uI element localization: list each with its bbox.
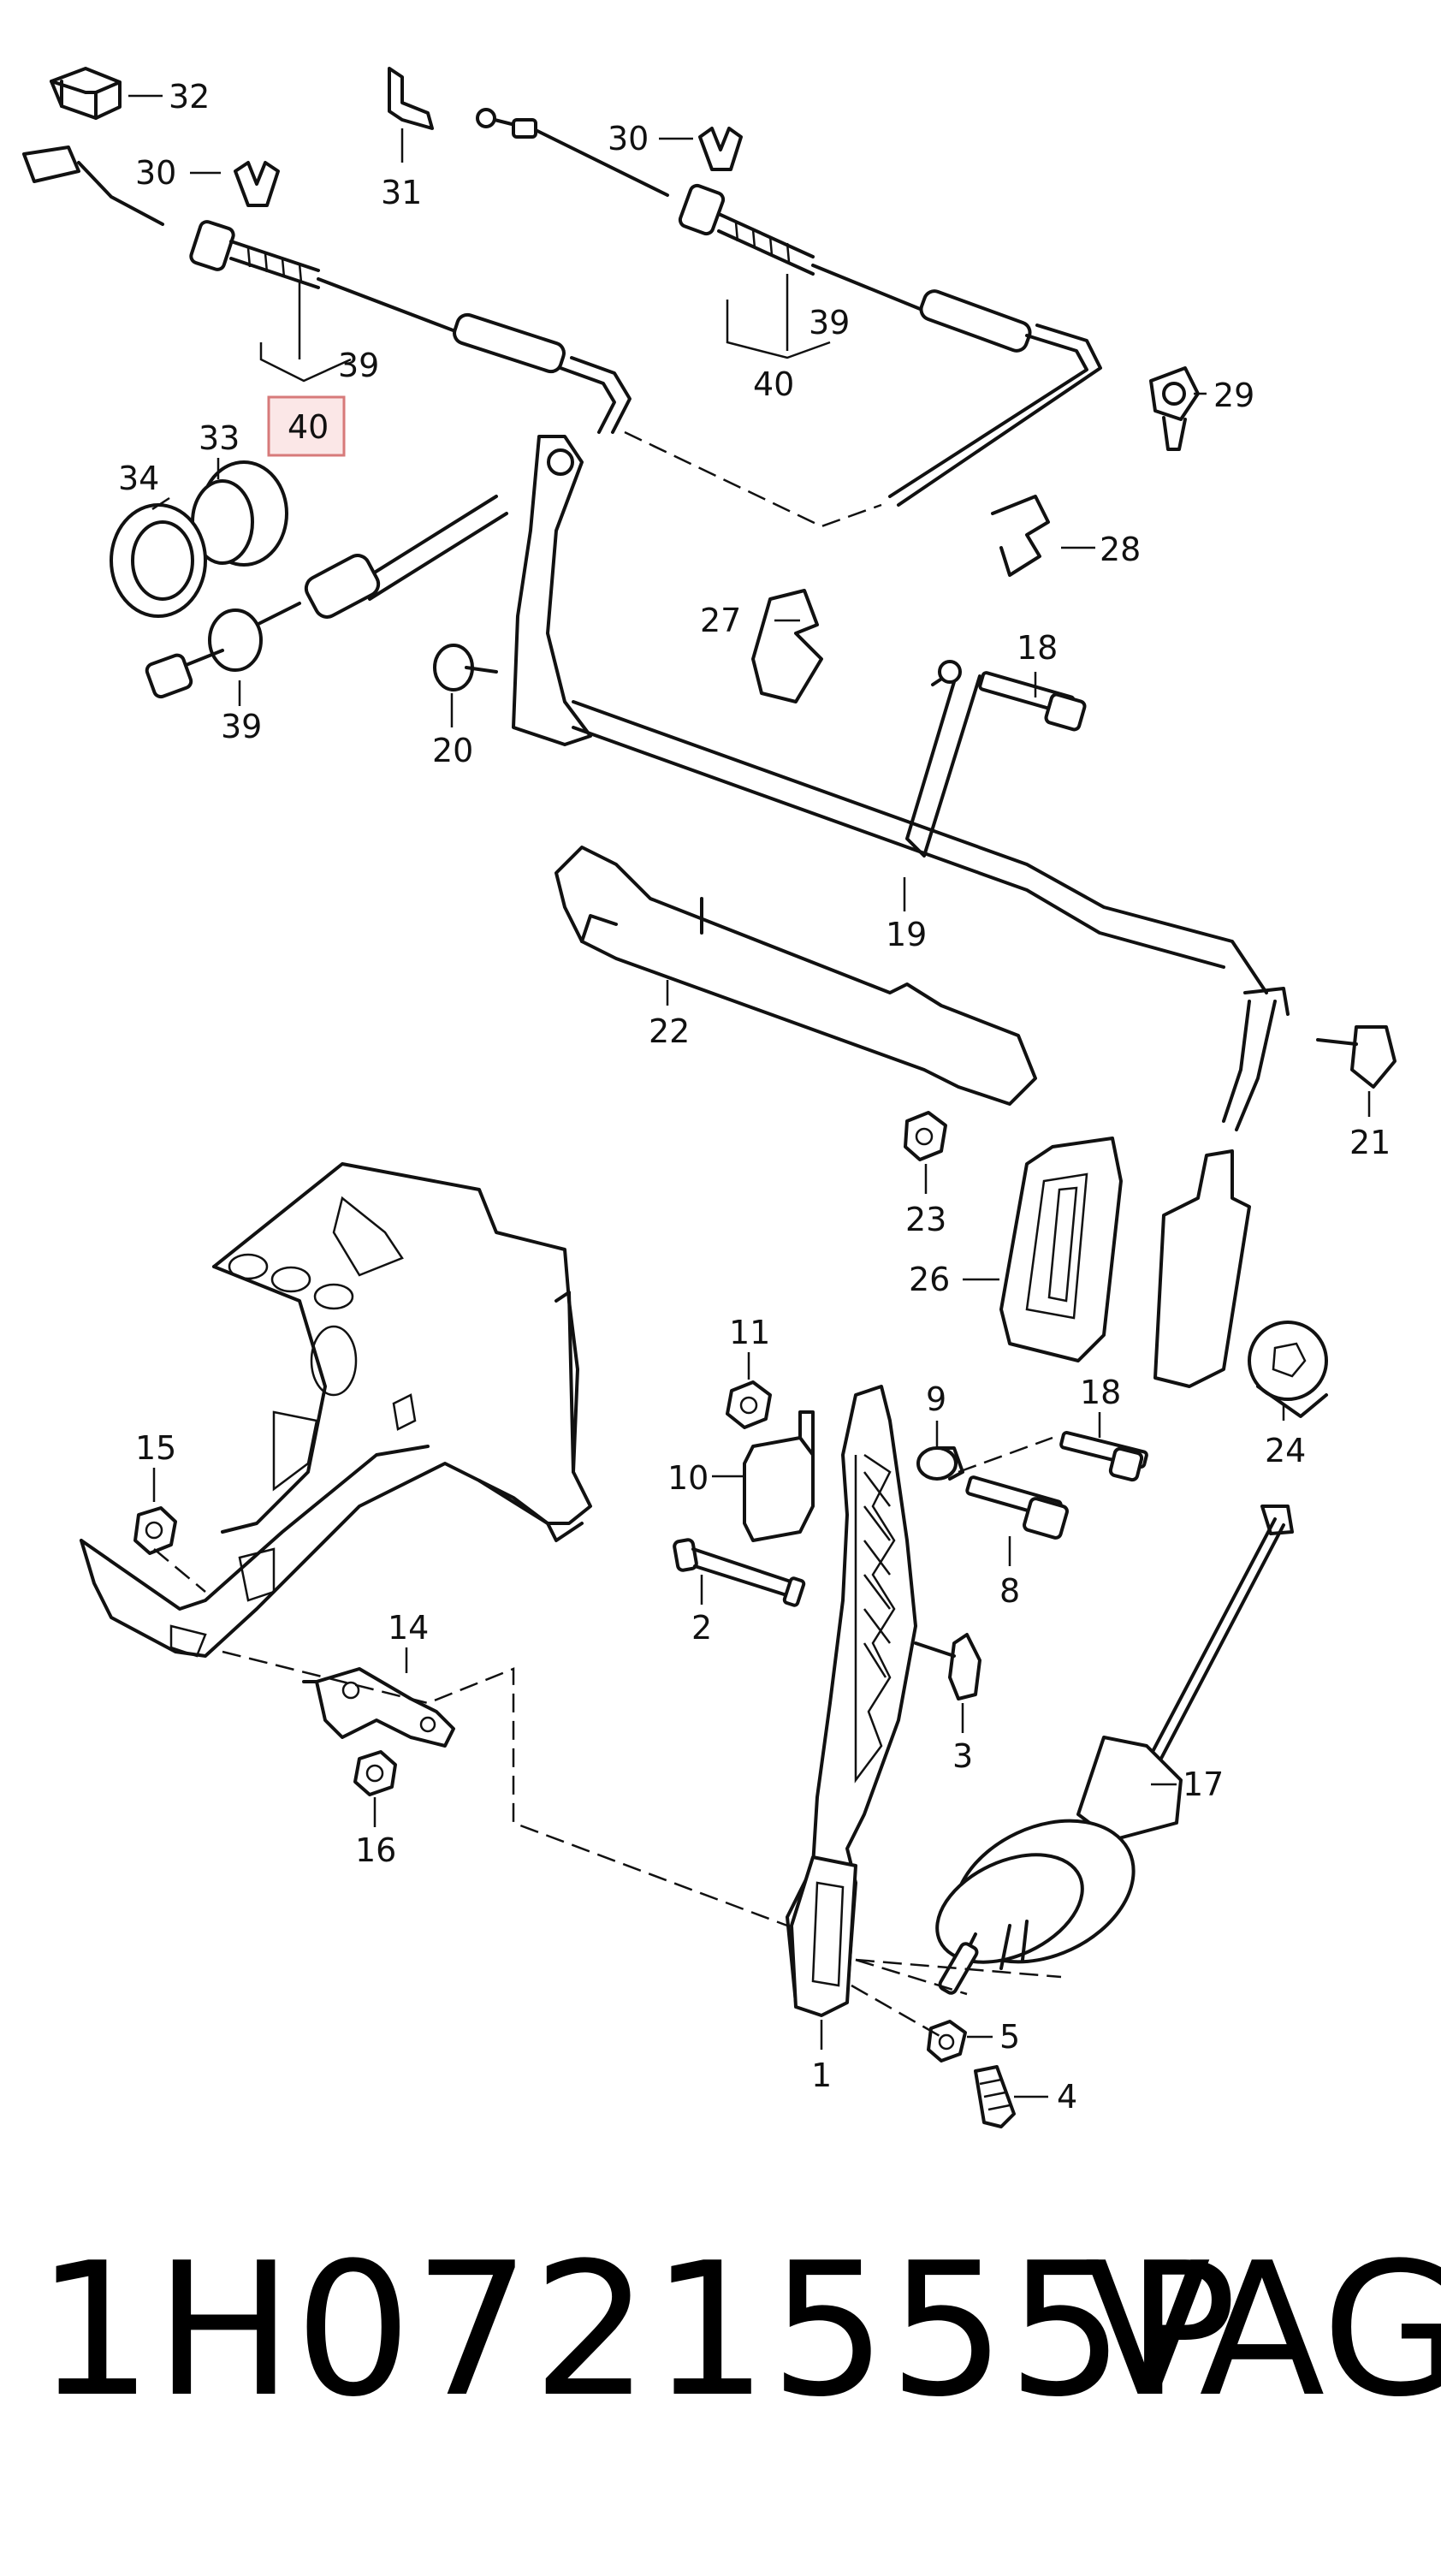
bracket-14 — [302, 1667, 455, 1748]
callout-23: 23 — [905, 1201, 946, 1238]
highlight-label: 40 — [288, 408, 329, 446]
callout-33: 33 — [199, 419, 240, 457]
callout-11: 11 — [729, 1314, 770, 1351]
callout-18: 18 — [1017, 629, 1058, 667]
callout-31: 31 — [381, 174, 422, 211]
callout-21: 21 — [1349, 1124, 1391, 1161]
callout-10: 10 — [667, 1459, 709, 1497]
clip-32 — [50, 67, 122, 120]
pin-2 — [673, 1538, 806, 1607]
parts-diagram: 40 — [22, 67, 1397, 2128]
callout-15: 15 — [135, 1429, 176, 1467]
pedal-arm-upper — [512, 435, 592, 746]
callout-numbers: 32 31 30 30 39 40 39 40 29 33 34 28 39 2… — [118, 78, 1391, 2116]
callout-39: 39 — [338, 347, 379, 384]
vacuum-servo-17 — [935, 1505, 1294, 1995]
part-number: 1H0721555P — [36, 2223, 1239, 2437]
bolt-8 — [965, 1475, 1069, 1540]
nut-5 — [927, 2020, 967, 2063]
clutch-cable-left — [22, 145, 632, 434]
switch-10 — [743, 1410, 815, 1542]
screw-4 — [974, 2065, 1016, 2128]
callout-39: 39 — [221, 708, 262, 745]
callout-3: 3 — [952, 1737, 973, 1775]
callout-19: 19 — [886, 916, 927, 953]
clip-30-right — [698, 127, 743, 171]
clutch-cable-right — [476, 108, 1102, 507]
nut-23 — [904, 1111, 947, 1161]
callout-17: 17 — [1183, 1766, 1224, 1803]
callout-16: 16 — [355, 1831, 396, 1869]
nut-16 — [353, 1750, 397, 1796]
bush-9 — [916, 1446, 964, 1481]
callout-20: 20 — [432, 732, 473, 769]
bracket-22 — [554, 846, 1037, 1106]
callout-39: 39 — [809, 304, 850, 341]
callout-9: 9 — [926, 1380, 946, 1418]
callout-29: 29 — [1213, 377, 1254, 414]
grommet-29 — [1149, 366, 1200, 451]
callout-32: 32 — [169, 78, 210, 116]
brand-name: VAG — [1085, 2223, 1441, 2437]
callout-8: 8 — [999, 1572, 1020, 1610]
bolt-18-top — [978, 671, 1087, 732]
highlight-box — [267, 395, 346, 457]
callout-40: 40 — [753, 365, 794, 403]
clip-28 — [991, 495, 1050, 577]
washer-20 — [433, 644, 498, 691]
clip-3 — [914, 1633, 981, 1701]
callout-22: 22 — [649, 1012, 690, 1050]
callout-27: 27 — [700, 602, 741, 639]
adjuster-39 — [145, 495, 508, 699]
leader-lines — [128, 94, 1371, 2098]
callout-30: 30 — [135, 154, 176, 192]
pedal-lever-right — [1153, 1149, 1251, 1388]
callout-14: 14 — [388, 1609, 429, 1647]
bulkhead-panel — [80, 1162, 592, 1658]
pedal-pad-26 — [999, 1137, 1123, 1362]
clip-27 — [751, 589, 823, 703]
callout-5: 5 — [999, 2018, 1020, 2056]
pedal-1 — [786, 1385, 917, 2017]
callout-34: 34 — [118, 460, 159, 497]
callout-2: 2 — [691, 1609, 712, 1647]
nut-11 — [726, 1380, 772, 1429]
guide-sleeve-33 — [191, 460, 288, 567]
callout-28: 28 — [1100, 531, 1141, 568]
buffer-24 — [1248, 1321, 1328, 1418]
bolt-18-lower — [1059, 1431, 1148, 1482]
shaft-19 — [572, 660, 1290, 1131]
clip-31 — [388, 67, 434, 130]
clip-30-left — [234, 161, 280, 207]
callout-4: 4 — [1057, 2078, 1077, 2116]
callout-26: 26 — [909, 1261, 950, 1298]
clip-21 — [1316, 1025, 1397, 1089]
bush-34 — [110, 503, 207, 618]
callout-24: 24 — [1265, 1432, 1306, 1469]
callout-1: 1 — [811, 2057, 832, 2094]
callout-18: 18 — [1080, 1374, 1121, 1411]
nut-15 — [133, 1506, 177, 1555]
callout-30: 30 — [608, 120, 649, 157]
